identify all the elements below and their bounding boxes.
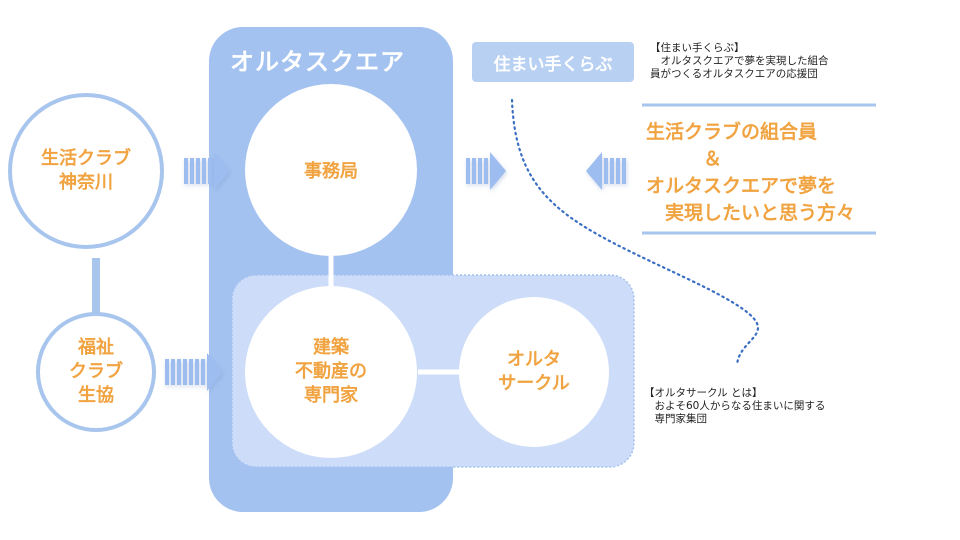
fukushi-circle <box>36 312 156 432</box>
sumai-label: 住まい手くらぶ <box>493 54 613 75</box>
arrow-kanagawa-office <box>184 152 230 190</box>
members-text: 生活クラブの組合員 ＆ オルタスクエアで夢を 実現したいと思う方々 <box>646 121 856 224</box>
arrow-fukushi-experts <box>165 353 223 391</box>
arrow-office-members <box>466 152 506 190</box>
experts-label: 建築 不動産の 専門家 <box>295 337 367 406</box>
panel-title: オルタスクエア <box>230 48 405 76</box>
experts-circle <box>245 286 417 458</box>
circle-note: 【オルタサークル とは】 およそ60人からなる住まいに関する 専門家集団 <box>644 387 826 425</box>
office-circle <box>245 84 417 256</box>
circle-label: オルタ サークル <box>498 349 570 394</box>
sumai-note: 【住まい手くらぶ】 オルタスクエアで夢を実現した組合 員がつくるオルタスクエアの… <box>650 42 829 80</box>
sumai-badge <box>472 42 634 82</box>
arrow-members-office <box>586 152 626 190</box>
circle-circle <box>459 297 609 447</box>
kanagawa-label: 生活クラブ 神奈川 <box>41 148 131 193</box>
kanagawa-circle <box>8 93 164 249</box>
dotted-curve <box>510 98 759 367</box>
fukushi-label: 福祉 クラブ 生協 <box>69 337 123 406</box>
office-label: 事務局 <box>304 161 358 182</box>
